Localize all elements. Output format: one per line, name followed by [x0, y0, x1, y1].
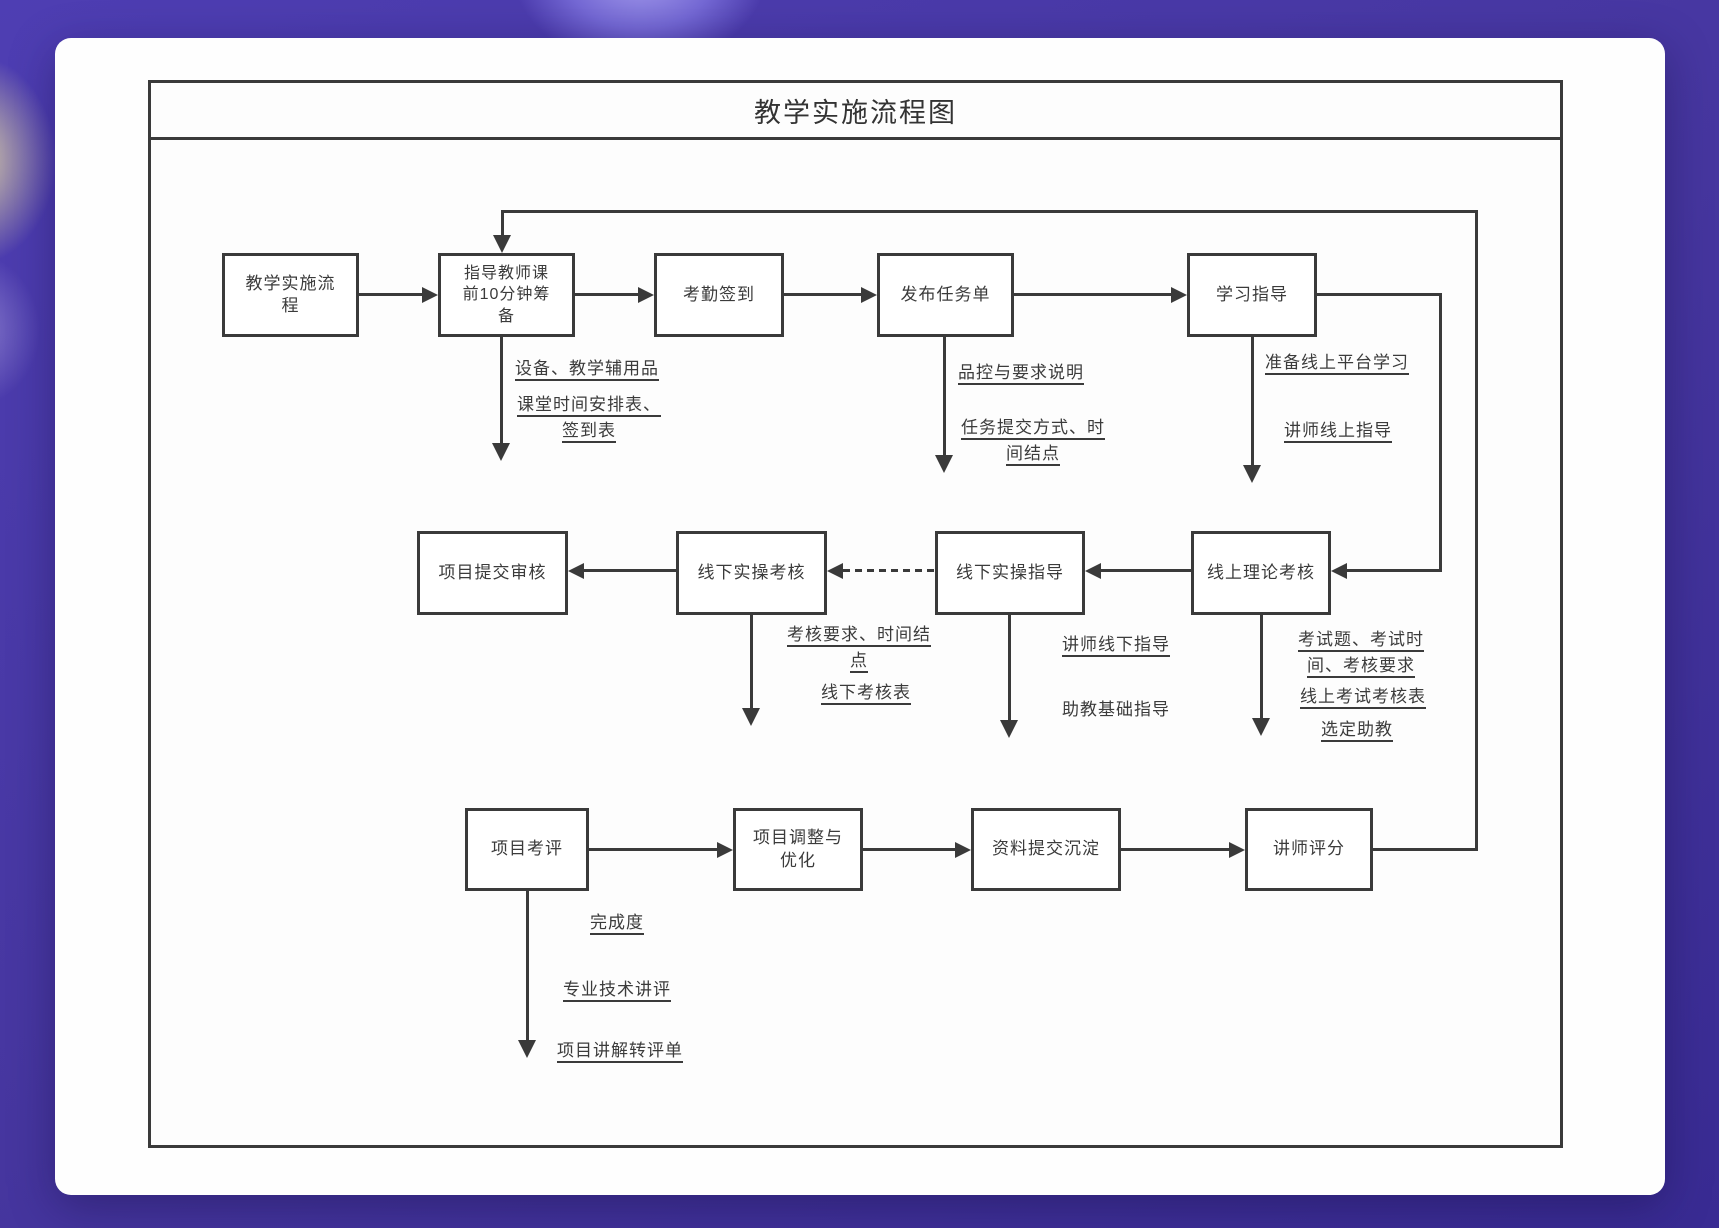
annotation-task-1: 品控与要求说明 — [958, 363, 1084, 382]
arrowhead-feedback-to-prep — [493, 235, 511, 253]
annotation-study-1: 准备线上平台学习 — [1265, 353, 1409, 372]
node-task-release: 发布任务单 — [877, 253, 1014, 337]
annotation-prep-2: 课堂时间安排表、 签到表 — [517, 395, 661, 440]
node-teacher-prep: 指导教师课 前10分钟筹 备 — [438, 253, 575, 337]
annotation-arrow-prep-head — [492, 443, 510, 461]
annotation-study-2: 讲师线上指导 — [1284, 421, 1392, 440]
node-teaching-process: 教学实施流 程 — [222, 253, 359, 337]
edge-attendance-to-task — [784, 293, 861, 296]
flowchart-frame: 教学实施流程图 教学实施流 程 指导教师课 前10分钟筹 备 考勤签到 发布任务… — [148, 80, 1563, 1148]
edge-task-to-study — [1014, 293, 1171, 296]
edge-study-to-online-exam-seg2 — [1439, 293, 1442, 572]
title-band: 教学实施流程图 — [151, 83, 1560, 140]
edge-adjustment-to-deposit — [863, 848, 955, 851]
edge-feedback-seg2 — [1475, 210, 1478, 851]
arrowhead-attendance-to-task — [861, 287, 877, 303]
annotation-prep-1: 设备、教学辅用品 — [515, 359, 659, 378]
annotation-eval-3: 项目讲解转评单 — [557, 1041, 683, 1060]
node-attendance: 考勤签到 — [654, 253, 784, 337]
arrowhead-offline-exam-to-submit-review — [568, 563, 584, 579]
annotation-arrow-online-exam-stem — [1260, 615, 1263, 718]
annotation-offline-exam-2: 线下考核表 — [821, 683, 911, 702]
node-project-adjustment: 项目调整与 优化 — [733, 808, 863, 891]
node-study-guidance: 学习指导 — [1187, 253, 1317, 337]
arrowhead-task-to-study — [1171, 287, 1187, 303]
annotation-arrow-online-exam-head — [1252, 718, 1270, 736]
arrowhead-online-exam-to-offline-guide — [1085, 563, 1101, 579]
node-material-deposit: 资料提交沉淀 — [971, 808, 1121, 891]
arrowhead-study-to-online-exam — [1331, 563, 1347, 579]
annotation-arrow-offline-guide-stem — [1008, 615, 1011, 720]
edge-offline-exam-to-submit-review — [584, 569, 676, 572]
annotation-offline-guide-1: 讲师线下指导 — [1062, 635, 1170, 654]
annotation-arrow-offline-guide-head — [1000, 720, 1018, 738]
edge-study-to-online-exam-seg1 — [1317, 293, 1442, 296]
annotation-arrow-task-head — [935, 455, 953, 473]
arrowhead-prep-to-attendance — [638, 287, 654, 303]
edge-online-exam-to-offline-guide — [1101, 569, 1191, 572]
annotation-arrow-task-stem — [943, 337, 946, 455]
edge-process-to-prep — [359, 293, 422, 296]
annotation-eval-2: 专业技术讲评 — [563, 980, 671, 999]
arrowhead-adjustment-to-deposit — [955, 842, 971, 858]
node-offline-practice-guide: 线下实操指导 — [935, 531, 1085, 615]
arrowhead-eval-to-adjustment — [717, 842, 733, 858]
annotation-offline-guide-2: 助教基础指导 — [1062, 700, 1170, 719]
annotation-offline-exam-1: 考核要求、时间结 点 — [787, 625, 931, 670]
annotation-arrow-eval-head — [518, 1040, 536, 1058]
diagram-card: 教学实施流程图 教学实施流 程 指导教师课 前10分钟筹 备 考勤签到 发布任务… — [55, 38, 1665, 1195]
edge-prep-to-attendance — [575, 293, 638, 296]
annotation-online-exam-1: 考试题、考试时 间、考核要求 — [1298, 630, 1424, 675]
node-project-submit-review: 项目提交审核 — [417, 531, 568, 615]
annotation-eval-1: 完成度 — [590, 913, 644, 932]
annotation-online-exam-3: 选定助教 — [1321, 720, 1393, 739]
page-title: 教学实施流程图 — [754, 97, 957, 128]
edge-study-to-online-exam-seg3 — [1347, 569, 1442, 572]
node-project-evaluation: 项目考评 — [465, 808, 589, 891]
annotation-arrow-eval-stem — [526, 891, 529, 1040]
edge-deposit-to-scoring — [1121, 848, 1229, 851]
annotation-arrow-offline-exam-head — [742, 708, 760, 726]
annotation-arrow-study-stem — [1251, 337, 1254, 465]
arrowhead-process-to-prep — [422, 287, 438, 303]
annotation-arrow-prep-stem — [500, 337, 503, 443]
node-online-theory-exam: 线上理论考核 — [1191, 531, 1331, 615]
annotation-online-exam-2: 线上考试考核表 — [1300, 687, 1426, 706]
edge-feedback-seg3 — [502, 210, 1478, 213]
arrowhead-deposit-to-scoring — [1229, 842, 1245, 858]
edge-eval-to-adjustment — [589, 848, 717, 851]
edge-feedback-seg4 — [501, 210, 504, 237]
edge-offline-guide-to-offline-exam — [843, 569, 935, 572]
arrowhead-offline-guide-to-offline-exam — [827, 563, 843, 579]
annotation-arrow-offline-exam-stem — [750, 615, 753, 708]
node-lecturer-scoring: 讲师评分 — [1245, 808, 1373, 891]
edge-feedback-seg1 — [1373, 848, 1478, 851]
node-offline-practice-exam: 线下实操考核 — [676, 531, 827, 615]
annotation-arrow-study-head — [1243, 465, 1261, 483]
annotation-task-2: 任务提交方式、时 间结点 — [961, 418, 1105, 463]
